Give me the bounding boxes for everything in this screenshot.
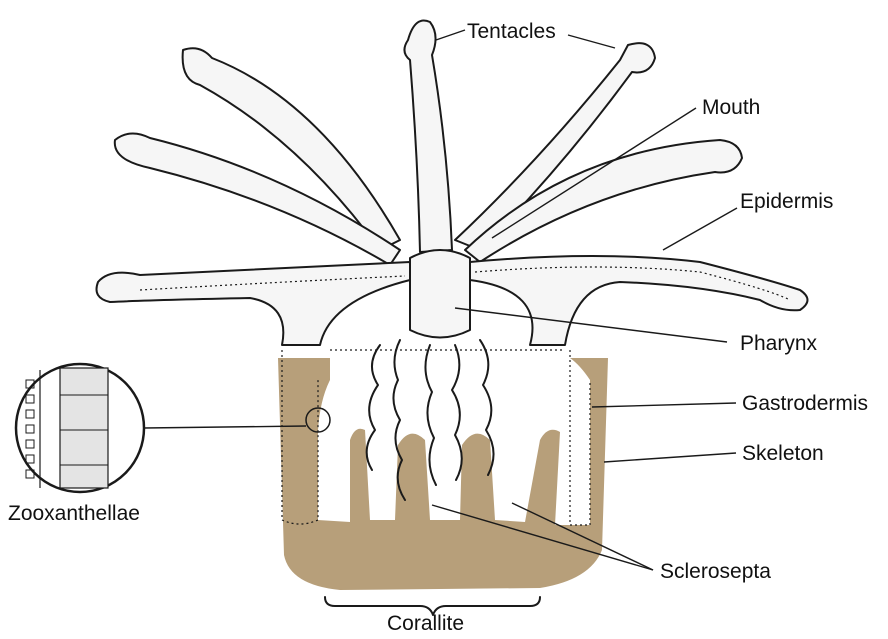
label-zooxanthellae: Zooxanthellae — [8, 502, 140, 525]
label-corallite: Corallite — [387, 612, 464, 635]
label-mouth: Mouth — [702, 96, 760, 119]
tentacle-upper-left — [183, 48, 400, 250]
oral-disc-left — [97, 262, 411, 345]
label-epidermis: Epidermis — [740, 190, 833, 213]
skeleton-body — [278, 358, 608, 590]
label-gastrodermis: Gastrodermis — [742, 392, 868, 415]
pharynx-shape — [410, 250, 470, 338]
label-skeleton: Skeleton — [742, 442, 824, 465]
label-pharynx: Pharynx — [740, 332, 818, 355]
label-sclerosepta: Sclerosepta — [660, 560, 771, 583]
tentacle-top — [404, 20, 452, 252]
label-tentacles: Tentacles — [467, 20, 556, 43]
